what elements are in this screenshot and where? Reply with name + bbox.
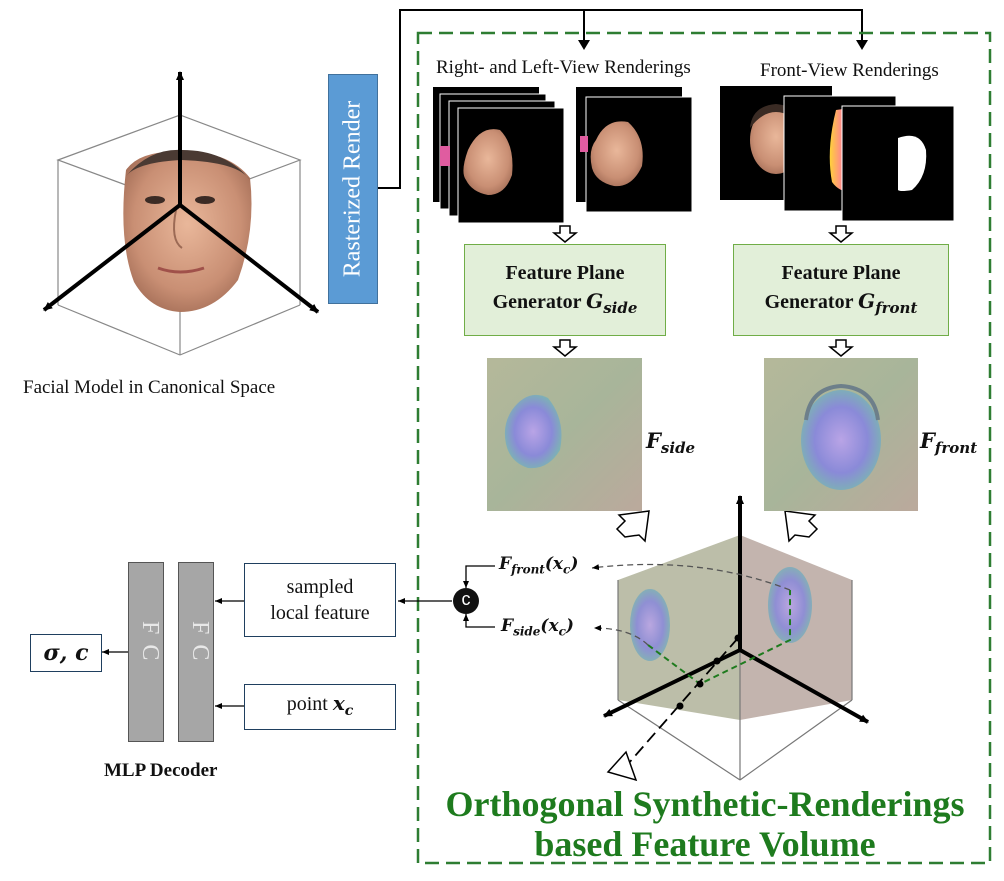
fc-layer-2: F C bbox=[178, 562, 214, 742]
canonical-model-caption: Facial Model in Canonical Space bbox=[23, 377, 276, 398]
concat-node bbox=[453, 588, 479, 614]
mlp-decoder-caption: MLP Decoder bbox=[104, 760, 218, 781]
concat-links bbox=[102, 565, 495, 709]
front-generator-box: Feature Plane Generator Gfront bbox=[733, 244, 949, 336]
sampled-feature-box: sampled local feature bbox=[244, 563, 396, 637]
front-generator-line1: Feature Plane bbox=[781, 261, 901, 284]
front-renderings-label: Front-View Renderings bbox=[760, 60, 939, 81]
feature-volume-container bbox=[416, 31, 992, 865]
volume-title-line2: based Feature Volume bbox=[534, 824, 876, 864]
side-sample-label: Fside(xc) bbox=[501, 616, 574, 639]
fc-layer-1: F C bbox=[128, 562, 164, 742]
side-generator-line2: Generator Gside bbox=[492, 288, 638, 317]
front-feature-plane-label: Ffront bbox=[920, 428, 978, 458]
side-feature-plane-label: Fside bbox=[646, 428, 696, 458]
front-feature-plane-image bbox=[764, 358, 918, 511]
feature-volume-cube bbox=[591, 495, 869, 782]
rasterizer-label: Rasterized Render bbox=[339, 100, 366, 278]
side-view-renderings bbox=[433, 87, 693, 224]
front-sample-label: Ffront(xc) bbox=[499, 554, 579, 577]
flow-arrows bbox=[551, 225, 855, 543]
concat-symbol: c bbox=[461, 589, 471, 609]
volume-title-line1: Orthogonal Synthetic-Renderings bbox=[445, 784, 965, 824]
rasterizer-block: Rasterized Render bbox=[328, 74, 378, 304]
face-3d-model bbox=[123, 149, 252, 312]
canonical-face-cube bbox=[42, 71, 320, 356]
point-input-box: point xc bbox=[244, 684, 396, 730]
side-feature-plane-image bbox=[487, 358, 642, 511]
side-generator-line1: Feature Plane bbox=[505, 261, 625, 284]
mlp-output-box: σ, c bbox=[30, 634, 102, 672]
front-generator-line2: Generator Gfront bbox=[764, 288, 918, 317]
fc-layer-2-label: F C bbox=[187, 621, 213, 663]
side-generator-box: Feature Plane Generator Gside bbox=[464, 244, 666, 336]
side-renderings-label: Right- and Left-View Renderings bbox=[436, 57, 691, 78]
fc-layer-1-label: F C bbox=[137, 621, 163, 663]
front-view-renderings bbox=[720, 86, 955, 222]
